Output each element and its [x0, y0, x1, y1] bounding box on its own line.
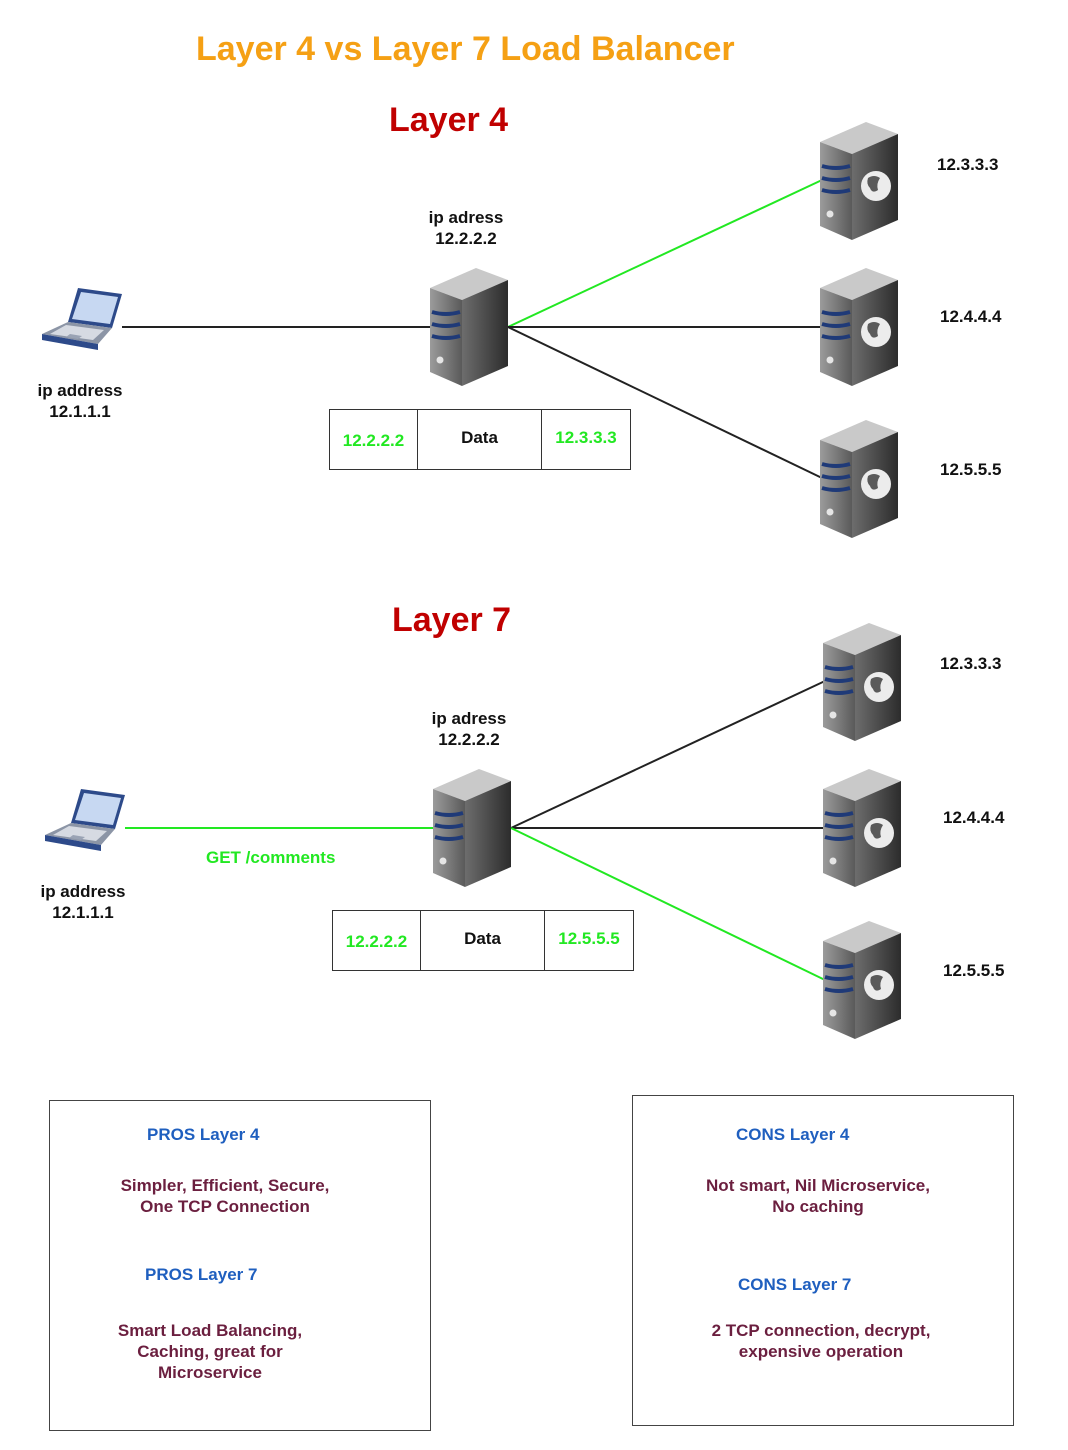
pros-layer7-line2: Caching, great for	[137, 1342, 283, 1361]
laptop-icon	[45, 789, 125, 851]
pros-box: PROS Layer 4 Simpler, Efficient, Secure,…	[49, 1100, 431, 1431]
l7-link-server-1	[510, 680, 826, 829]
l7-client-label: ip address 12.1.1.1	[33, 881, 133, 923]
cons-layer4-title: CONS Layer 4	[736, 1125, 850, 1144]
l4-packet-dest-ip: 12.2.2.2	[330, 410, 418, 469]
web-server-icon	[823, 769, 901, 887]
l7-packet-dest-ip: 12.2.2.2	[333, 911, 421, 970]
l7-packet-target-ip: 12.5.5.5	[558, 929, 620, 948]
l4-balancer-label-line2: 12.2.2.2	[435, 229, 497, 248]
l7-server-1-ip: 12.3.3.3	[940, 654, 1002, 673]
laptop-icon	[42, 288, 122, 350]
cons-layer7-line2: expensive operation	[738, 1342, 904, 1361]
cons-layer7-title: CONS Layer 7	[738, 1275, 852, 1294]
web-server-icon	[820, 268, 898, 386]
l4-link-server-3	[507, 326, 823, 479]
l7-packet: 12.2.2.2 Data 12.5.5.5	[332, 910, 634, 971]
web-server-icon	[820, 420, 898, 538]
server-icon	[433, 769, 511, 887]
l7-balancer-label: ip adress 12.2.2.2	[417, 708, 521, 750]
l4-client-label-line2: 12.1.1.1	[49, 402, 111, 421]
l7-server-2-ip: 12.4.4.4	[943, 808, 1005, 827]
l7-request-label: GET /comments	[206, 848, 336, 867]
l4-packet-target-ip: 12.3.3.3	[555, 428, 617, 447]
l4-server-2-ip: 12.4.4.4	[940, 307, 1002, 326]
l4-client-label: ip address 12.1.1.1	[30, 380, 130, 422]
l7-client-label-line2: 12.1.1.1	[52, 903, 114, 922]
l4-server-1-ip: 12.3.3.3	[937, 155, 999, 174]
l4-balancer-label-line1: ip adress	[428, 208, 504, 227]
web-server-icon	[823, 921, 901, 1039]
l7-link-server-3	[510, 827, 826, 981]
cons-layer4-text: Not smart, Nil Microservice, No caching	[678, 1175, 958, 1217]
web-server-icon	[820, 122, 898, 240]
web-server-icon	[823, 623, 901, 741]
l4-client-label-line1: ip address	[37, 381, 123, 400]
pros-layer7-title: PROS Layer 7	[145, 1265, 258, 1284]
server-icon	[430, 268, 508, 386]
pros-layer4-line1: Simpler, Efficient, Secure,	[120, 1176, 330, 1195]
cons-layer4-line2: No caching	[772, 1197, 864, 1216]
pros-layer4-text: Simpler, Efficient, Secure, One TCP Conn…	[90, 1175, 360, 1217]
layer4-heading: Layer 4	[389, 101, 509, 139]
diagram-title: Layer 4 vs Layer 7 Load Balancer	[196, 30, 735, 68]
cons-layer4-line1: Not smart, Nil Microservice,	[706, 1176, 930, 1195]
l7-server-3-ip: 12.5.5.5	[943, 961, 1005, 980]
l4-packet: 12.2.2.2 Data 12.3.3.3	[329, 409, 631, 470]
layer7-heading: Layer 7	[392, 601, 512, 639]
l4-balancer-label: ip adress 12.2.2.2	[414, 207, 518, 249]
cons-layer7-line1: 2 TCP connection, decrypt,	[711, 1321, 931, 1340]
cons-layer7-text: 2 TCP connection, decrypt, expensive ope…	[681, 1320, 961, 1362]
l4-server-3-ip: 12.5.5.5	[940, 460, 1002, 479]
l7-balancer-label-line2: 12.2.2.2	[438, 730, 500, 749]
l4-packet-payload: Data	[418, 410, 542, 469]
pros-layer4-line2: One TCP Connection	[140, 1197, 310, 1216]
pros-layer7-line1: Smart Load Balancing,	[117, 1321, 303, 1340]
l7-balancer-label-line1: ip adress	[431, 709, 507, 728]
pros-layer7-line3: Microservice	[158, 1363, 262, 1382]
l7-packet-payload: Data	[421, 911, 545, 970]
cons-box: CONS Layer 4 Not smart, Nil Microservice…	[632, 1095, 1014, 1426]
pros-layer4-title: PROS Layer 4	[147, 1125, 260, 1144]
l4-link-server-1	[507, 179, 823, 328]
l7-client-label-line1: ip address	[40, 882, 126, 901]
pros-layer7-text: Smart Load Balancing, Caching, great for…	[70, 1320, 350, 1383]
